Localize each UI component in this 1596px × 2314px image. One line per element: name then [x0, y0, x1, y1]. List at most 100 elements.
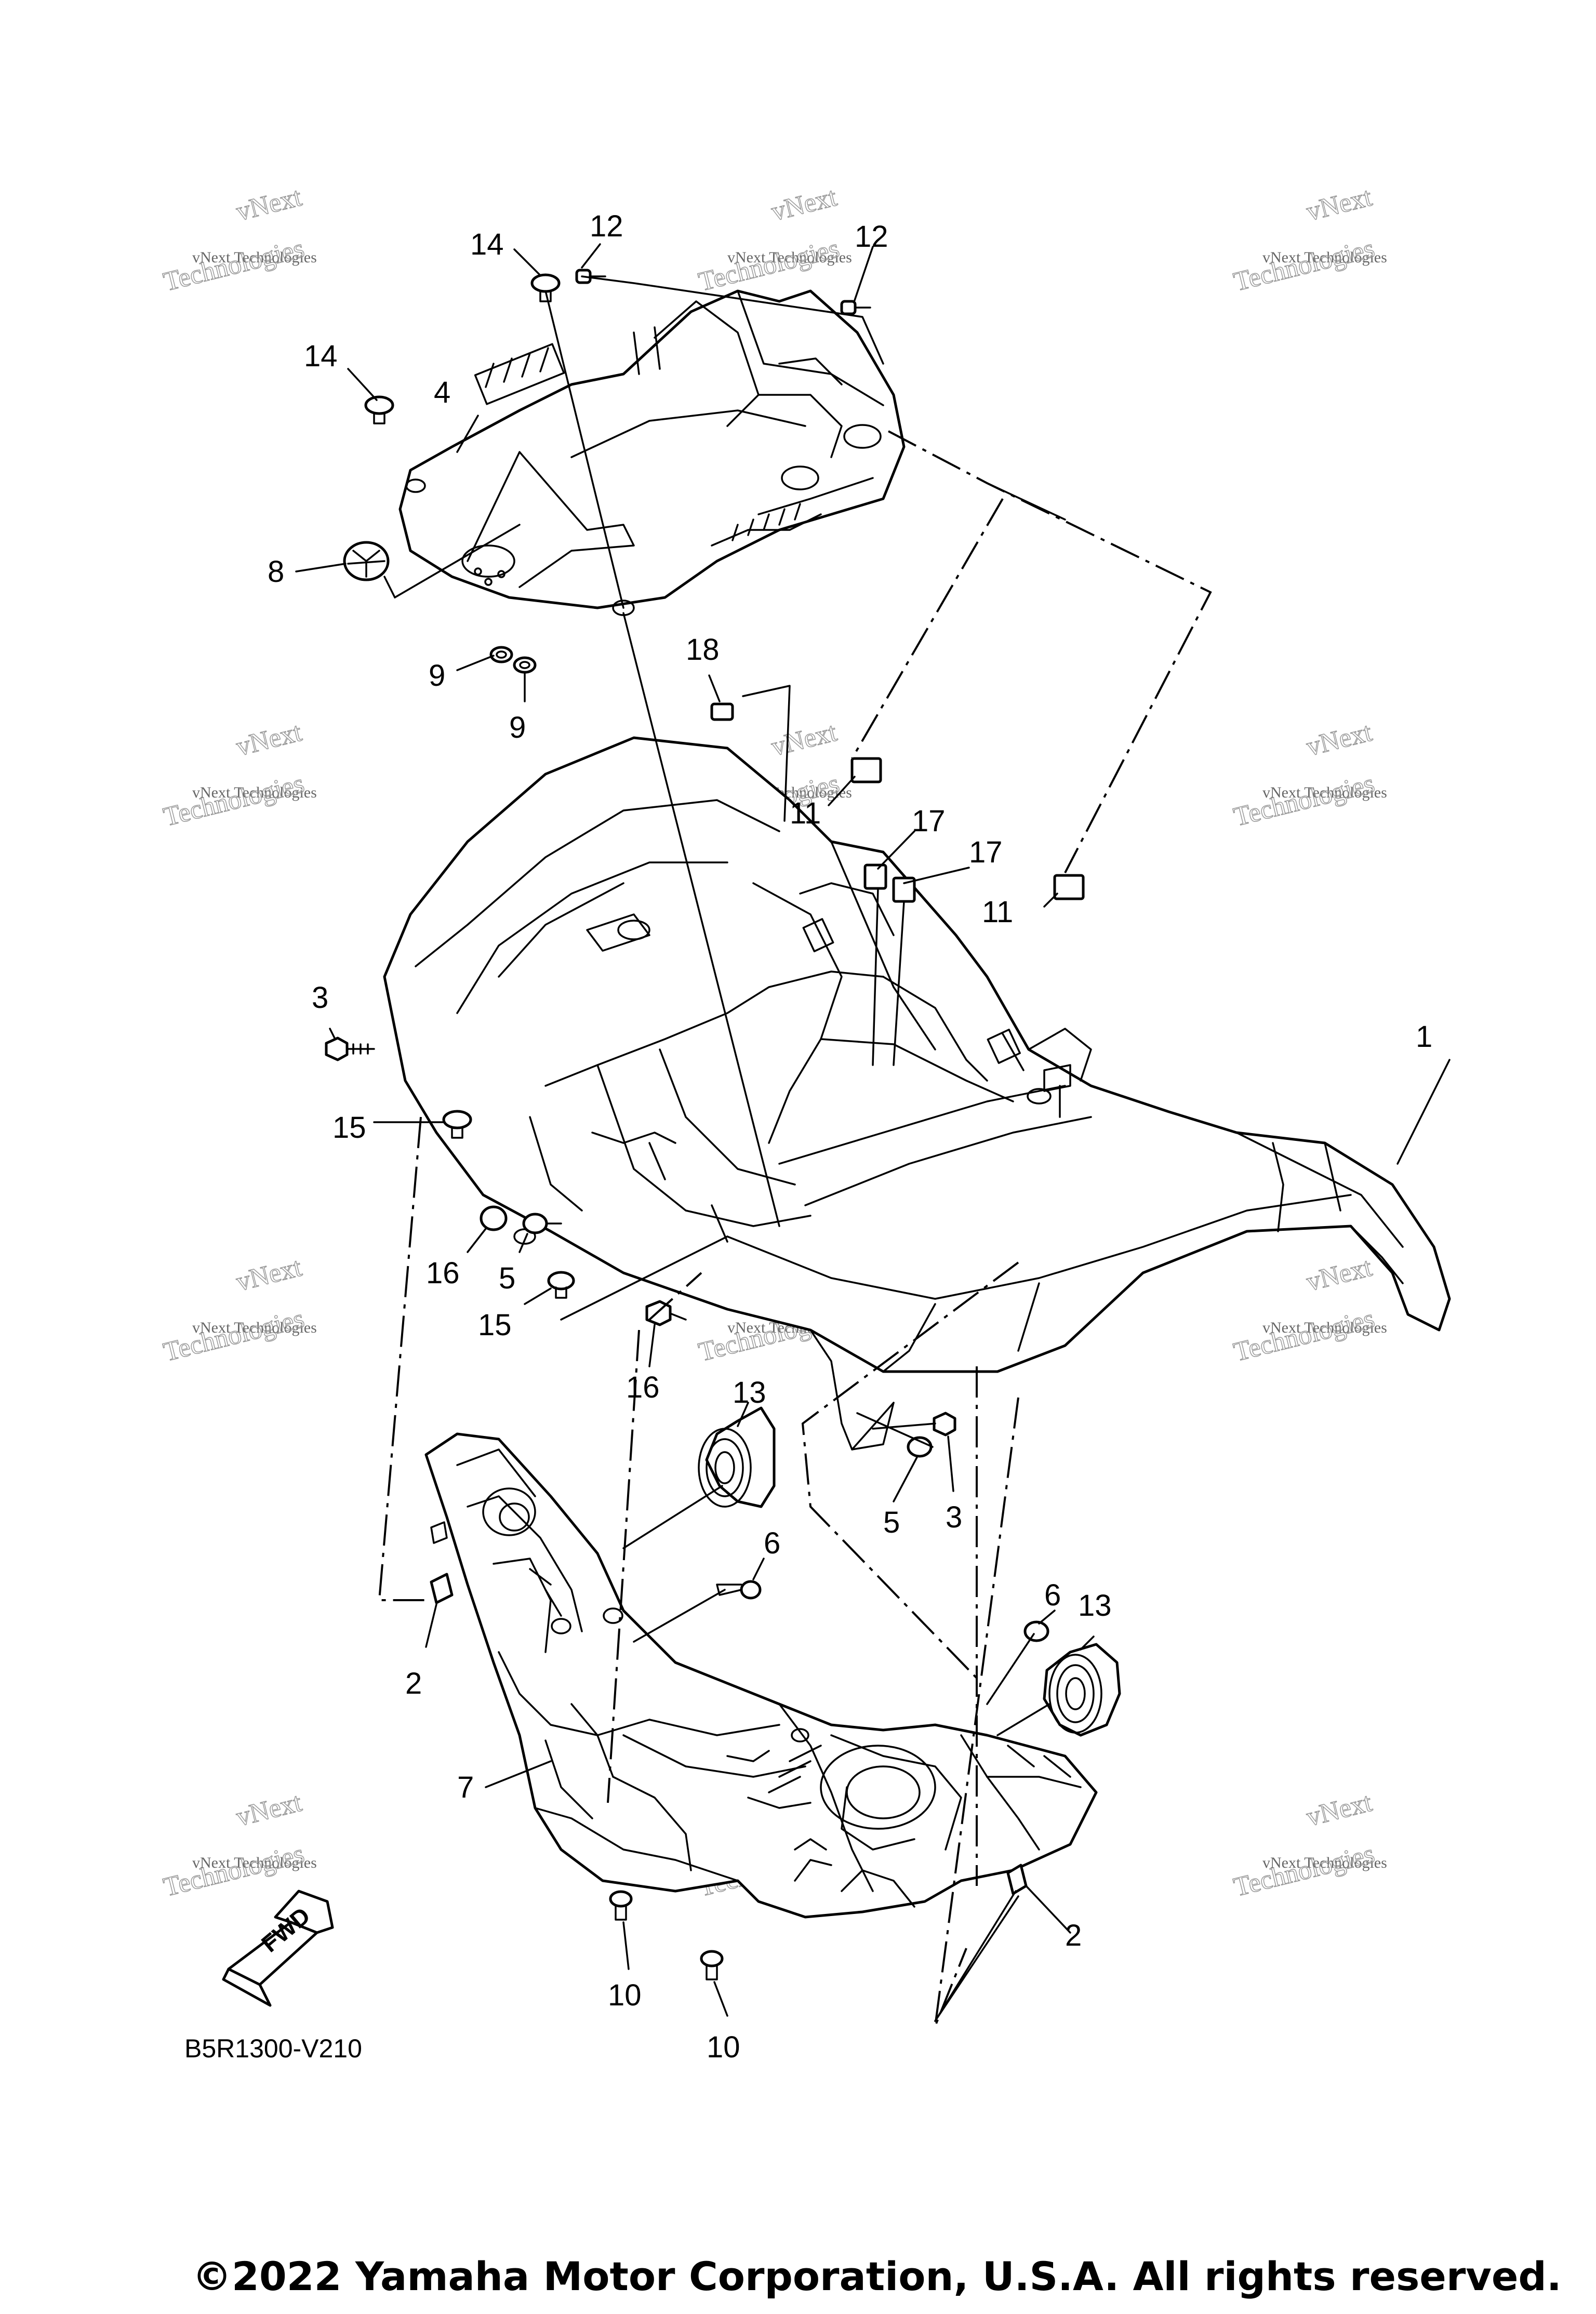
watermark: vNext vNext Technologies Technologies	[1230, 182, 1387, 298]
grommet-9-b	[513, 656, 537, 674]
watermark: vNext vNext Technologies Technologies	[160, 182, 317, 298]
fastener-12-b	[840, 300, 871, 315]
svg-text:Technologies: Technologies	[1231, 768, 1377, 832]
fastener-14-a	[530, 273, 561, 302]
svg-text:vNext: vNext	[768, 182, 840, 227]
svg-text:vNext: vNext	[1304, 1252, 1375, 1297]
leader-lines	[295, 243, 1451, 2017]
svg-text:Technologies: Technologies	[1231, 233, 1377, 297]
grommet-13-b	[1043, 1643, 1121, 1737]
svg-text:vNext Technologies: vNext Technologies	[192, 1854, 317, 1871]
callout-16: 16	[626, 1371, 660, 1404]
clip-2-a	[430, 1573, 454, 1604]
callout-8: 8	[268, 555, 284, 589]
svg-text:vNext Technologies: vNext Technologies	[1262, 784, 1387, 801]
screw-6-b	[1023, 1620, 1049, 1642]
part-7-lower-guard	[424, 1432, 1098, 1919]
watermark: vNext vNext Technologies Technologies	[160, 1252, 317, 1368]
svg-text:vNext Technologies: vNext Technologies	[192, 784, 317, 801]
part-4-top-panel	[398, 289, 906, 616]
callout-7: 7	[457, 1771, 474, 1804]
callout-2: 2	[1065, 1919, 1082, 1952]
fwd-arrow-icon: FWD	[222, 1890, 334, 2007]
svg-text:vNext Technologies: vNext Technologies	[192, 249, 317, 266]
callout-14: 14	[304, 339, 338, 373]
svg-text:vNext Technologies: vNext Technologies	[1262, 1319, 1387, 1336]
diagram-code: B5R1300-V210	[184, 2034, 362, 2063]
fwd-label: FWD	[256, 1901, 315, 1957]
fastener-14-b	[364, 395, 394, 424]
watermark: vNext vNext Technologies Technologies	[695, 182, 852, 298]
callout-17: 17	[912, 804, 946, 838]
callout-6: 6	[1044, 1578, 1061, 1612]
grommet-13-a	[698, 1406, 776, 1508]
callout-labels: 1 2 2 3 3 4 5 5 6 6 7 8 9 9 10 10 11 11 …	[268, 209, 1432, 2064]
callout-3: 3	[946, 1500, 962, 1534]
svg-text:vNext: vNext	[233, 717, 305, 762]
assembly-lines	[378, 275, 1212, 2027]
svg-text:Technologies: Technologies	[161, 233, 307, 297]
svg-text:vNext: vNext	[233, 1787, 305, 1832]
callout-11: 11	[982, 895, 1013, 929]
watermark: vNext vNext Technologies Technologies	[1230, 1787, 1387, 1903]
washer-16-a	[480, 1205, 508, 1231]
svg-text:Technologies: Technologies	[161, 1839, 307, 1902]
bolt-5-a	[522, 1213, 562, 1234]
callout-12: 12	[855, 220, 888, 254]
part-1-front-fender	[383, 736, 1451, 1451]
callout-5: 5	[499, 1261, 515, 1295]
svg-text:vNext: vNext	[1304, 182, 1375, 227]
svg-text:vNext Technologies: vNext Technologies	[727, 249, 852, 266]
svg-text:Technologies: Technologies	[1231, 1304, 1377, 1367]
screw-6-a	[716, 1580, 762, 1600]
callout-10: 10	[608, 1978, 642, 2012]
svg-text:vNext: vNext	[233, 182, 305, 227]
watermark: vNext vNext Technologies Technologies	[160, 717, 317, 833]
screw-10-b	[700, 1950, 724, 1980]
callout-9: 9	[429, 659, 445, 693]
callout-17: 17	[969, 835, 1003, 869]
callout-15: 15	[332, 1111, 366, 1145]
callout-6: 6	[764, 1526, 780, 1560]
grommet-9-a	[489, 646, 513, 663]
callout-18: 18	[686, 633, 720, 667]
callout-9: 9	[509, 711, 526, 744]
svg-text:Technologies: Technologies	[696, 233, 842, 297]
svg-text:Technologies: Technologies	[1231, 1839, 1377, 1902]
svg-text:vNext: vNext	[233, 1252, 305, 1297]
callout-13: 13	[1078, 1589, 1112, 1623]
rivet-15-b	[547, 1271, 575, 1299]
clip-18	[710, 702, 734, 721]
svg-text:Technologies: Technologies	[161, 768, 307, 832]
callout-16: 16	[426, 1256, 460, 1290]
callout-13: 13	[733, 1376, 766, 1409]
copyright-notice: ©2022 Yamaha Motor Corporation, U.S.A. A…	[192, 2253, 1562, 2299]
callout-2: 2	[405, 1667, 422, 1700]
svg-text:vNext Technologies: vNext Technologies	[192, 1319, 317, 1336]
svg-text:vNext Technologies: vNext Technologies	[1262, 249, 1387, 266]
callout-4: 4	[434, 376, 450, 409]
bolt-3-a	[325, 1036, 375, 1061]
svg-text:Technologies: Technologies	[161, 1304, 307, 1367]
watermark: vNext vNext Technologies Technologies	[160, 1787, 317, 1903]
watermark: vNext vNext Technologies Technologies	[1230, 717, 1387, 833]
callout-5: 5	[883, 1506, 900, 1539]
callout-15: 15	[478, 1308, 512, 1342]
callout-1: 1	[1416, 1020, 1432, 1054]
svg-text:vNext: vNext	[1304, 1787, 1375, 1832]
svg-text:vNext: vNext	[1304, 717, 1375, 762]
rivet-15-a	[442, 1110, 472, 1139]
callout-11: 11	[790, 796, 821, 830]
callout-14: 14	[470, 228, 504, 261]
callout-10: 10	[707, 2030, 740, 2064]
svg-text:vNext: vNext	[768, 717, 840, 762]
clip-11-b	[1053, 874, 1085, 900]
bolt-3-b	[933, 1412, 956, 1437]
clip-11-a	[850, 757, 882, 783]
clip-17-a	[863, 863, 887, 890]
callout-3: 3	[312, 981, 328, 1015]
watermark: vNext vNext Technologies Technologies	[1230, 1252, 1387, 1368]
svg-text:vNext Technologies: vNext Technologies	[1262, 1854, 1387, 1871]
